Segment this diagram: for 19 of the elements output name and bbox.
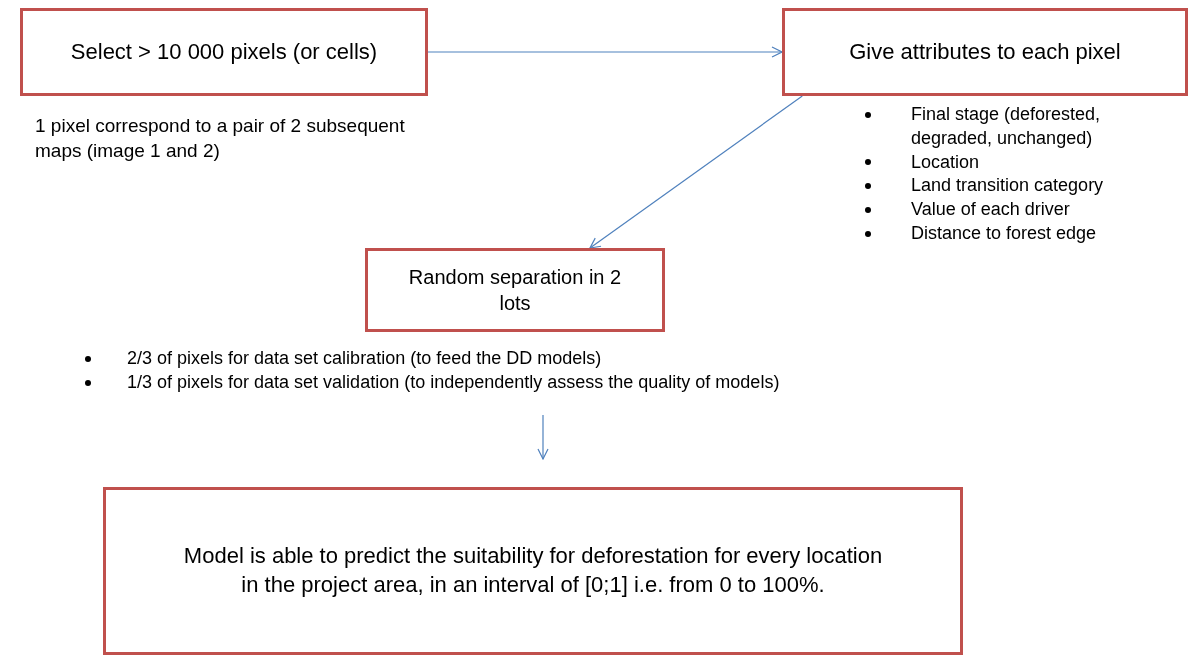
- process-box: [20, 8, 428, 96]
- note-text: 1 pixel correspond to a pair of 2 subsequent maps (image 1 and 2): [35, 114, 406, 164]
- bullet-text: 2/3 of pixels for data set calibration (to feed the DD models): [127, 347, 602, 370]
- arrow: [589, 95, 803, 249]
- bullet-text: Final stage (deforested, degraded, unchanged): [911, 103, 1102, 150]
- bullet-text: Distance to forest edge: [911, 221, 1097, 245]
- bullet-text: 1/3 of pixels for data set validation (to independently assess the quality of models): [127, 370, 780, 394]
- process-box: [782, 8, 1188, 96]
- arrow: [427, 46, 783, 58]
- bullet-text: Value of each driver: [911, 198, 1070, 221]
- box-text: Select > 10 000 pixels (or cells): [70, 37, 378, 66]
- bullet-text: Land transition category: [911, 174, 1104, 198]
- box-text: Random separation in 2 lots: [407, 265, 623, 316]
- process-box: [365, 248, 665, 332]
- box-text: Model is able to predict the suitability for deforestation for every location in the project area, in an interval of [0;1] i.e. from 0 to 100%.: [183, 542, 883, 599]
- process-box: [103, 487, 963, 655]
- bullet-text: Location: [911, 150, 980, 174]
- box-text: Give attributes to each pixel: [849, 37, 1121, 66]
- arrow: [537, 414, 549, 460]
